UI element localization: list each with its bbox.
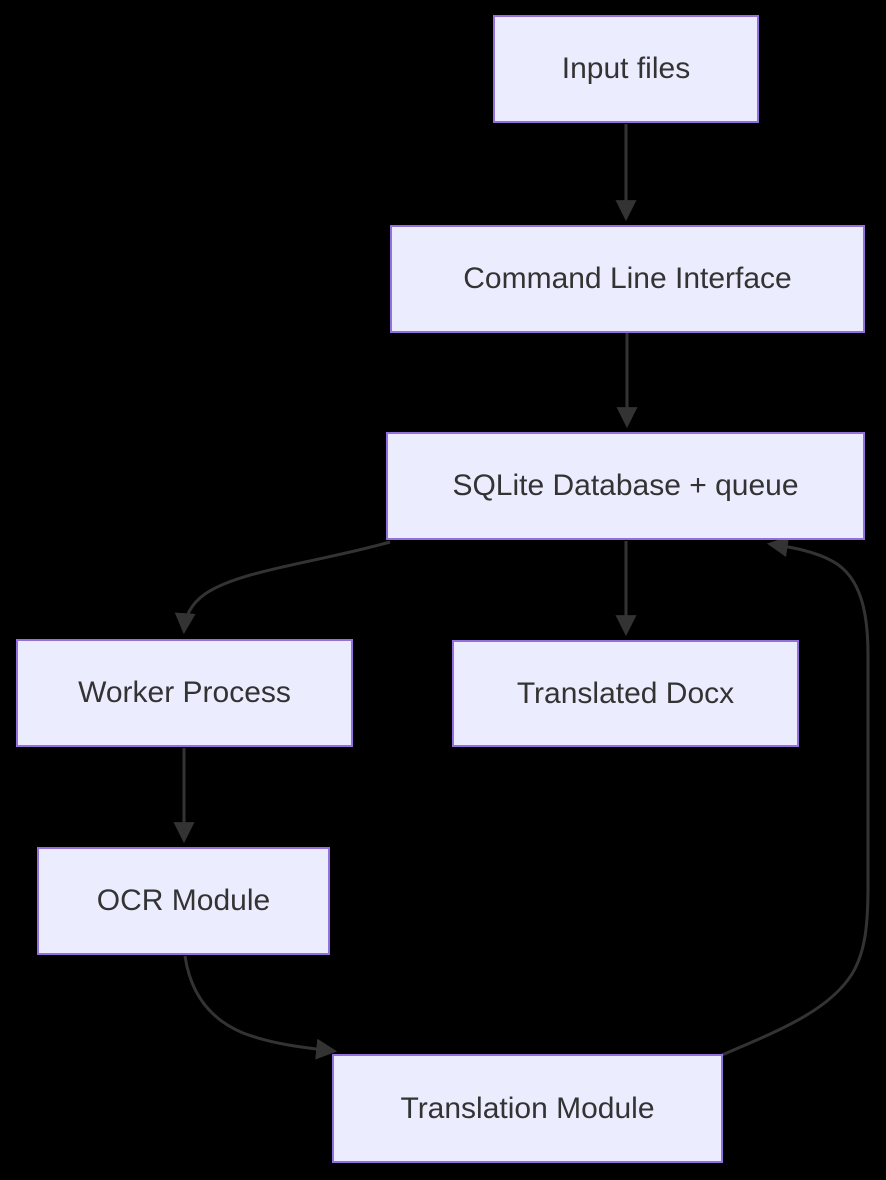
node-ocr-module: OCR Module [37, 847, 330, 955]
node-sqlite-database-queue: SQLite Database + queue [386, 432, 865, 540]
edge-ocr-module-to-translation-module [183, 955, 338, 1060]
node-input-files: Input files [493, 15, 759, 123]
node-label: Translation Module [400, 1091, 655, 1125]
edge-sqlite-to-worker-process [174, 540, 391, 635]
node-translated-docx: Translated Docx [452, 640, 799, 747]
node-worker-process: Worker Process [16, 639, 353, 747]
node-label: Command Line Interface [463, 262, 792, 295]
node-label: Translated Docx [516, 676, 735, 710]
edge-translation-module-to-sqlite [721, 536, 870, 1057]
node-label: Input files [561, 52, 691, 85]
node-label: OCR Module [96, 884, 271, 917]
node-command-line-interface: Command Line Interface [390, 225, 865, 333]
node-label: Worker Process [78, 676, 291, 709]
node-translation-module: Translation Module [332, 1054, 723, 1163]
node-label: SQLite Database + queue [452, 469, 799, 502]
